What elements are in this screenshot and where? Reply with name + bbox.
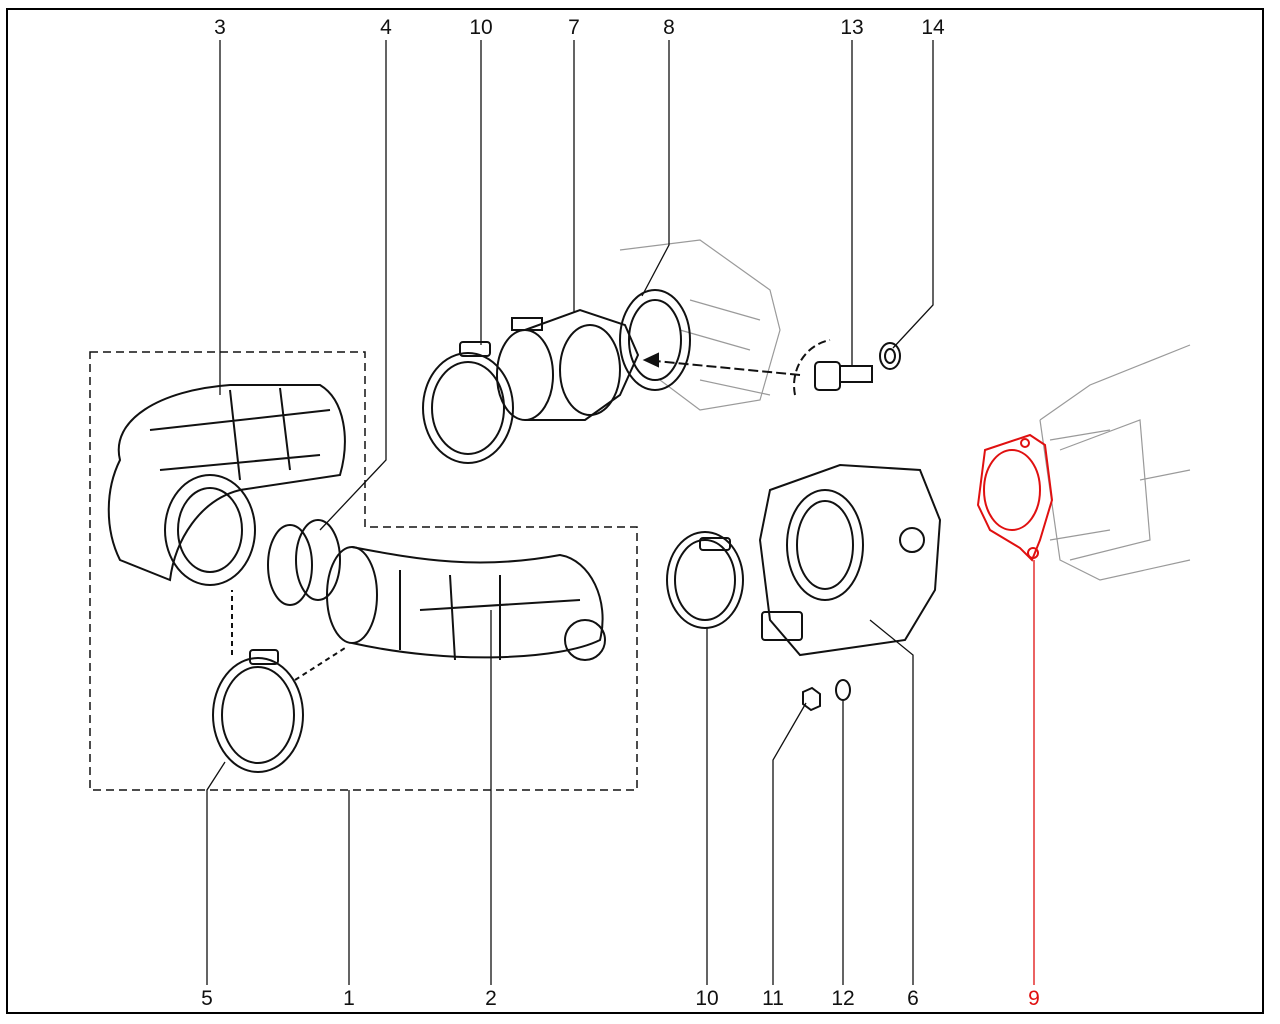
part-8-seal-ring [619, 289, 691, 391]
engine-ghost-outline-right [1039, 344, 1191, 581]
part-10-hose-clamp-upper [422, 341, 514, 464]
assembly-arrow-2 [294, 647, 346, 681]
label-part-13: 13 [840, 16, 864, 39]
part-13-bolt [814, 361, 873, 391]
label-part-8: 8 [663, 16, 675, 39]
leader-lines [206, 40, 1035, 985]
diagram-frame [6, 8, 1264, 1014]
label-part-10-upper: 10 [469, 16, 493, 39]
label-part-12: 12 [831, 987, 855, 1010]
part-7-air-flow-meter [496, 308, 640, 421]
assembly-group-box [89, 351, 638, 791]
engine-ghost-outline-upper [619, 239, 781, 411]
part-14-washer [879, 342, 901, 370]
part-3-intake-hose-elbow [107, 384, 346, 586]
part-9-gasket [976, 433, 1054, 562]
assembly-arc [793, 339, 831, 396]
label-part-5: 5 [201, 987, 213, 1010]
part-6-throttle-body [758, 463, 942, 657]
part-5-hose-clamp [212, 649, 304, 773]
label-part-4: 4 [380, 16, 392, 39]
label-part-3: 3 [214, 16, 226, 39]
label-part-6: 6 [907, 987, 919, 1010]
label-part-7: 7 [568, 16, 580, 39]
part-11-nut [802, 686, 821, 712]
label-part-10-lower: 10 [695, 987, 719, 1010]
part-12-washer [835, 679, 851, 701]
label-part-2: 2 [485, 987, 497, 1010]
label-part-9-highlighted: 9 [1028, 987, 1040, 1010]
assembly-arrow-3 [644, 359, 801, 376]
part-10-hose-clamp-lower [666, 531, 744, 629]
part-2-intake-hose [326, 546, 606, 661]
label-part-11: 11 [762, 987, 784, 1010]
label-part-14: 14 [921, 16, 945, 39]
label-part-1: 1 [343, 987, 355, 1010]
part-4-hose-clamp-ring [267, 519, 341, 606]
